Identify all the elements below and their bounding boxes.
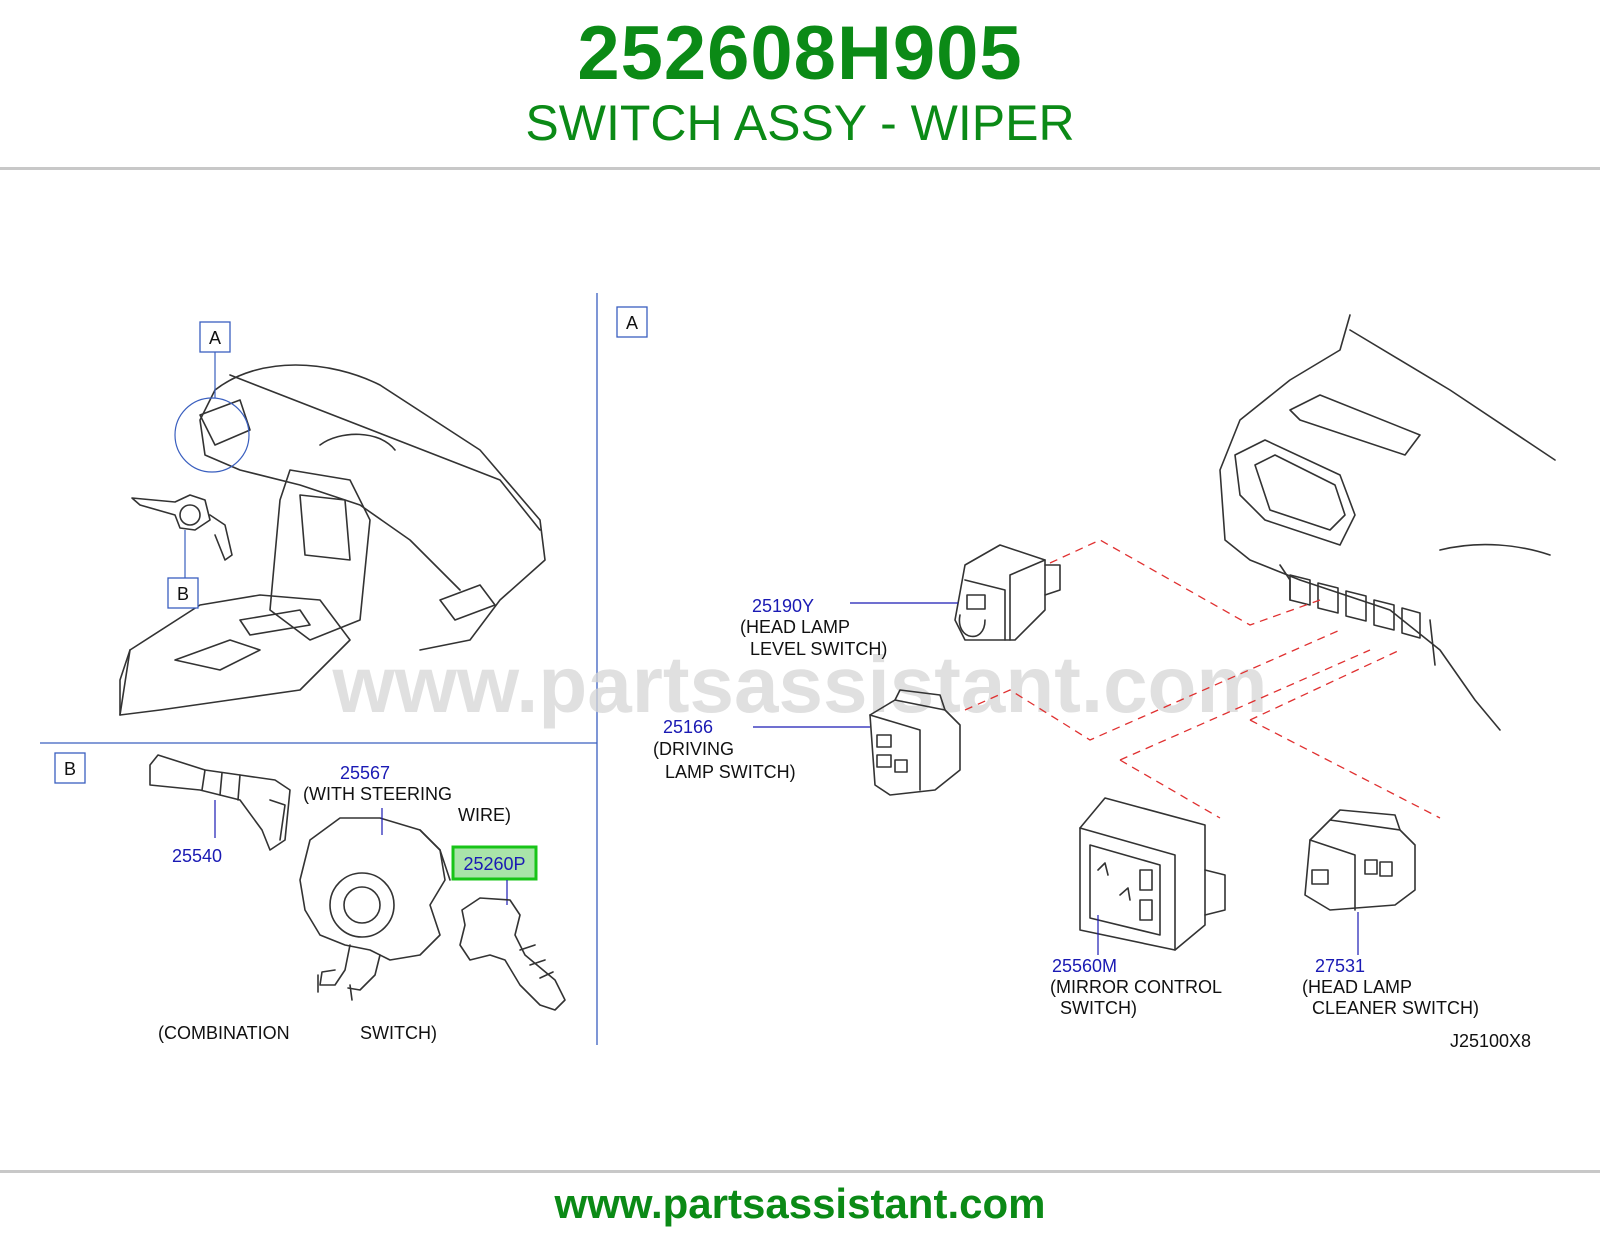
part-number-25567: 25567	[340, 763, 390, 783]
part-number-25166: 25166	[663, 717, 713, 737]
parts-diagram: www.partsassistant.com A B B 25540	[40, 293, 1556, 1051]
ref-label-a-section: A	[626, 313, 638, 333]
part-description: SWITCH ASSY - WIPER	[525, 95, 1075, 151]
part-desc-25190Y-line2: LEVEL SWITCH)	[750, 639, 887, 659]
part-number-25540: 25540	[172, 846, 222, 866]
ref-box-a-section	[616, 306, 648, 338]
page-header: 252608H905 SWITCH ASSY - WIPER	[0, 0, 1600, 168]
zoom-circle-a	[174, 397, 250, 473]
part-desc-25560M-line2: SWITCH)	[1060, 998, 1137, 1018]
highlight-box-25260P	[451, 845, 538, 881]
ref-box-a-top	[199, 321, 231, 353]
watermark-text: www.partsassistant.com	[331, 640, 1267, 729]
wiper-switch-25260P-drawing	[459, 897, 566, 1011]
part-desc-25567-line2: WIRE)	[458, 805, 511, 825]
footer-divider	[0, 1170, 1600, 1173]
part-number-25560M: 25560M	[1052, 956, 1117, 976]
head-lamp-cleaner-switch-27531-drawing	[1304, 809, 1416, 911]
ref-box-b-section	[54, 752, 86, 784]
part-desc-25560M-line1: (MIRROR CONTROL	[1050, 977, 1222, 997]
footer-url-link[interactable]: www.partsassistant.com	[554, 1180, 1046, 1227]
part-desc-25190Y-line1: (HEAD LAMP	[740, 617, 850, 637]
ref-label-a-top: A	[209, 328, 221, 348]
part-desc-27531-line2: CLEANER SWITCH)	[1312, 998, 1479, 1018]
driving-lamp-switch-25166-drawing	[869, 689, 961, 796]
part-desc-25166-line1: (DRIVING	[653, 739, 734, 759]
connector-lines	[964, 539, 1441, 819]
part-desc-25567-line1: (WITH STEERING	[303, 784, 452, 804]
lever-switch-25540-drawing	[149, 754, 291, 851]
part-number-27531: 27531	[1315, 956, 1365, 976]
part-desc-27531-line1: (HEAD LAMP	[1302, 977, 1412, 997]
combination-switch-thumbnail	[131, 494, 233, 561]
ref-label-b-top: B	[177, 584, 189, 604]
ref-box-b-top	[167, 577, 199, 609]
mirror-control-switch-25560M-drawing	[1079, 797, 1226, 951]
part-desc-combination-left: (COMBINATION	[158, 1023, 290, 1043]
part-number-25190Y: 25190Y	[752, 596, 814, 616]
diagram-code: J25100X8	[1450, 1031, 1531, 1051]
dashboard-overview-drawing	[119, 352, 546, 716]
part-number-25260P: 25260P	[463, 854, 525, 874]
part-desc-25166-line2: LAMP SWITCH)	[665, 762, 796, 782]
dashboard-panel-drawing	[1219, 314, 1556, 731]
steering-wire-25567-drawing	[299, 817, 451, 1001]
ref-label-b-section: B	[64, 759, 76, 779]
part-desc-combination-right: SWITCH)	[360, 1023, 437, 1043]
head-lamp-level-switch-25190Y-drawing	[954, 544, 1061, 641]
part-number-title: 252608H905	[577, 11, 1023, 96]
header-divider	[0, 167, 1600, 170]
